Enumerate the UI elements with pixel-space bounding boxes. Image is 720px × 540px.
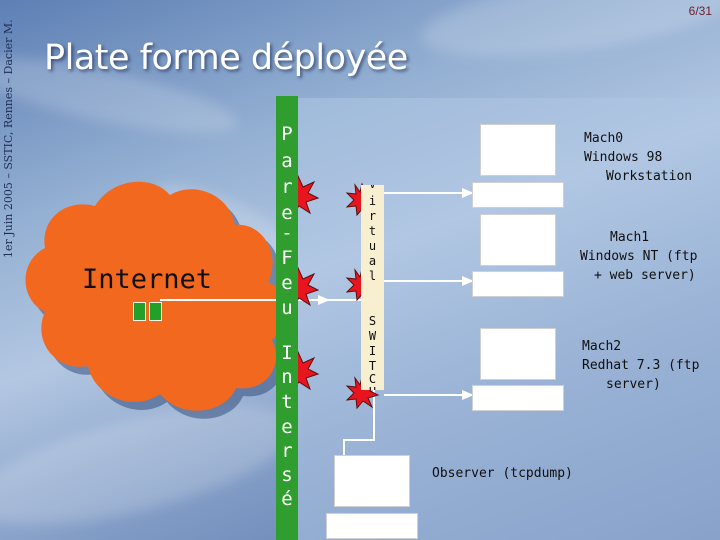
mach2-computer-icon — [480, 328, 556, 380]
switch-letter: I — [368, 344, 377, 358]
firewall-letter: u — [281, 297, 293, 319]
observer-computer-icon — [334, 455, 410, 507]
firewall-letter: r — [281, 176, 293, 198]
firewall-letter: P — [281, 123, 293, 145]
mach2-label: Mach2 Redhat 7.3 (ftp server) — [572, 337, 718, 394]
firewall-letter: s — [281, 464, 293, 486]
internet-cloud — [25, 181, 293, 419]
firewall-letter: é — [281, 488, 293, 510]
firewall-letter: F — [281, 247, 293, 269]
mach2-computer-base — [472, 385, 564, 411]
firewall-letter: e — [281, 202, 293, 224]
virtual-switch: V i r t u a l S W I T C H — [361, 185, 384, 390]
network-port-icon — [149, 302, 162, 321]
arrowhead — [462, 276, 474, 286]
switch-letter: H — [361, 386, 384, 390]
switch-letter: T — [368, 359, 377, 373]
mach0-label: Mach0 Windows 98 Workstation — [570, 129, 710, 186]
page-number: 6/31 — [688, 4, 712, 18]
switch-letter: S — [368, 314, 377, 328]
internet-label: Internet — [82, 264, 213, 295]
slide-title: Plate forme déployée — [44, 38, 408, 78]
mach1-computer-icon — [480, 214, 556, 266]
firewall-letter: e — [281, 272, 293, 294]
switch-letter: i — [368, 194, 377, 208]
arrowhead — [462, 390, 474, 400]
arrowhead — [318, 295, 330, 305]
mach1-name: Mach1 — [610, 230, 650, 245]
firewall-letter: - — [281, 222, 293, 244]
switch-letter: t — [368, 224, 377, 238]
mach0-name: Mach0 — [584, 131, 624, 146]
firewall-letter: e — [281, 416, 293, 438]
link-observer — [343, 390, 375, 455]
firewall-letter: a — [281, 150, 293, 172]
mach1-role: + web server) — [594, 268, 696, 283]
mach0-role: Workstation — [606, 169, 693, 184]
switch-letter: W — [368, 329, 377, 343]
switch-letter: C — [368, 372, 377, 386]
firewall-bar: P a r e - F e u I n t e r s é — [276, 96, 298, 540]
arrowheads — [318, 188, 474, 400]
switch-letter: u — [368, 239, 377, 253]
mach2-role: server) — [606, 377, 661, 392]
mach2-os: Redhat 7.3 (ftp — [582, 358, 700, 373]
switch-letter: r — [368, 209, 377, 223]
firewall-letter: I — [281, 342, 293, 364]
network-port-icon — [133, 302, 146, 321]
switch-letter: V — [361, 185, 384, 190]
mach1-os: Windows NT (ftp — [580, 249, 698, 264]
mach2-name: Mach2 — [582, 339, 622, 354]
mach0-os: Windows 98 — [584, 150, 663, 165]
firewall-letter: r — [281, 440, 293, 462]
observer-label: Observer (tcpdump) — [432, 466, 573, 481]
observer-computer-base — [326, 513, 418, 539]
firewall-letter: n — [281, 366, 293, 388]
firewall-letter: t — [281, 391, 293, 413]
mach1-computer-base — [472, 271, 564, 297]
mach0-computer-icon — [480, 124, 556, 176]
mach1-label: Mach1 Windows NT (ftp + web server) — [574, 228, 720, 285]
switch-letter: l — [368, 269, 377, 283]
switch-letter: a — [368, 254, 377, 268]
mach0-computer-base — [472, 182, 564, 208]
arrowhead — [462, 188, 474, 198]
